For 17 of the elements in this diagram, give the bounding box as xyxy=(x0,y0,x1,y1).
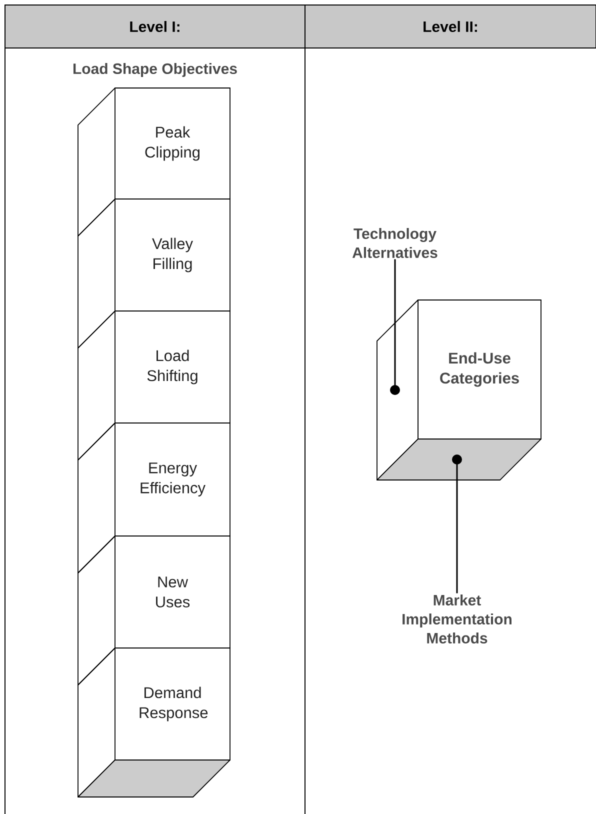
stack-bottom-face xyxy=(78,760,230,798)
cube-bottom-face xyxy=(376,438,542,480)
leader-line xyxy=(390,259,400,395)
stack-block: New Uses xyxy=(114,536,230,648)
stack-block: Demand Response xyxy=(114,648,230,760)
callout-text: Technology Alternatives xyxy=(352,228,438,258)
stack-block: Peak Clipping xyxy=(114,88,230,200)
stack-block: Load Shifting xyxy=(114,310,230,424)
leader-line xyxy=(452,454,462,594)
stack-block: Valley Filling xyxy=(114,198,230,312)
column-heading: Load Shape Objectives xyxy=(73,63,237,77)
cube-side-face xyxy=(376,300,418,480)
stack-block: Energy Efficiency xyxy=(114,422,230,536)
callout-text: Market Implementation Methods xyxy=(402,594,512,644)
header-cell: Level I: xyxy=(4,4,306,48)
header-cell: Level II: xyxy=(304,4,596,48)
node-label: Level II: xyxy=(424,21,477,32)
